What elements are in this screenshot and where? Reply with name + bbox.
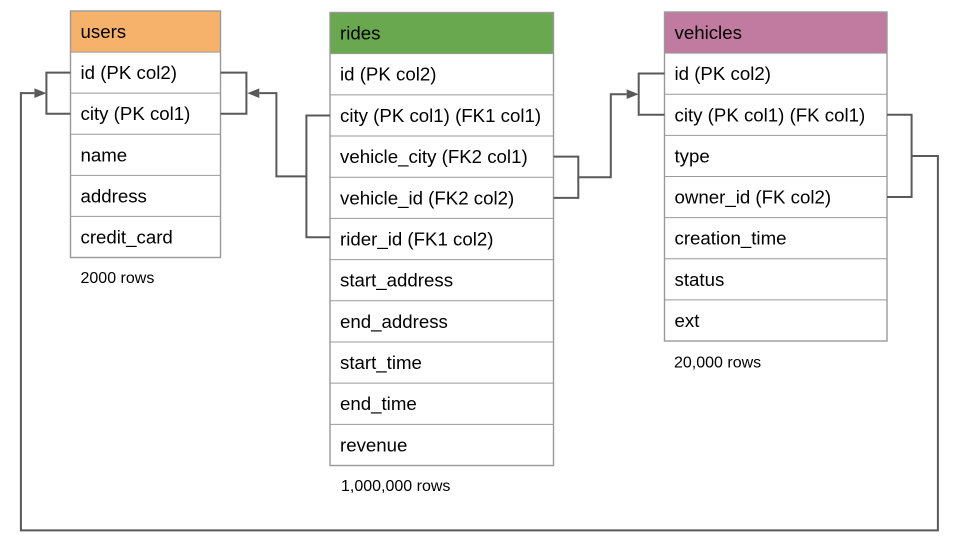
- svg-text:credit_card: credit_card: [81, 226, 173, 248]
- svg-text:start_time: start_time: [340, 352, 422, 374]
- svg-text:end_address: end_address: [340, 311, 448, 333]
- svg-text:vehicle_id (FK2 col2): vehicle_id (FK2 col2): [340, 187, 514, 209]
- svg-text:rider_id (FK1 col2): rider_id (FK1 col2): [340, 228, 493, 250]
- svg-text:end_time: end_time: [340, 393, 417, 415]
- svg-text:id (PK col2): id (PK col2): [675, 63, 771, 84]
- svg-text:city (PK col1): city (PK col1): [81, 103, 191, 124]
- svg-text:name: name: [81, 144, 128, 165]
- svg-text:type: type: [675, 145, 710, 166]
- svg-text:city (PK col1) (FK1 col1): city (PK col1) (FK1 col1): [340, 105, 541, 126]
- svg-text:creation_time: creation_time: [675, 228, 787, 250]
- svg-text:start_address: start_address: [340, 270, 453, 292]
- svg-text:address: address: [81, 185, 147, 206]
- svg-text:1,000,000 rows: 1,000,000 rows: [341, 478, 450, 495]
- svg-text:ext: ext: [675, 310, 701, 331]
- svg-text:revenue: revenue: [340, 434, 407, 455]
- svg-text:id (PK col2): id (PK col2): [81, 62, 177, 83]
- svg-text:2000 rows: 2000 rows: [81, 270, 155, 287]
- svg-text:vehicle_city (FK2 col1): vehicle_city (FK2 col1): [340, 146, 528, 168]
- svg-text:status: status: [675, 269, 725, 290]
- svg-text:city (PK col1) (FK col1): city (PK col1) (FK col1): [675, 104, 866, 125]
- svg-text:id (PK col2): id (PK col2): [340, 64, 436, 85]
- svg-text:20,000 rows: 20,000 rows: [674, 354, 761, 371]
- svg-text:vehicles: vehicles: [675, 22, 742, 43]
- svg-text:rides: rides: [340, 23, 380, 44]
- svg-text:users: users: [81, 21, 127, 42]
- svg-text:owner_id (FK col2): owner_id (FK col2): [675, 187, 832, 209]
